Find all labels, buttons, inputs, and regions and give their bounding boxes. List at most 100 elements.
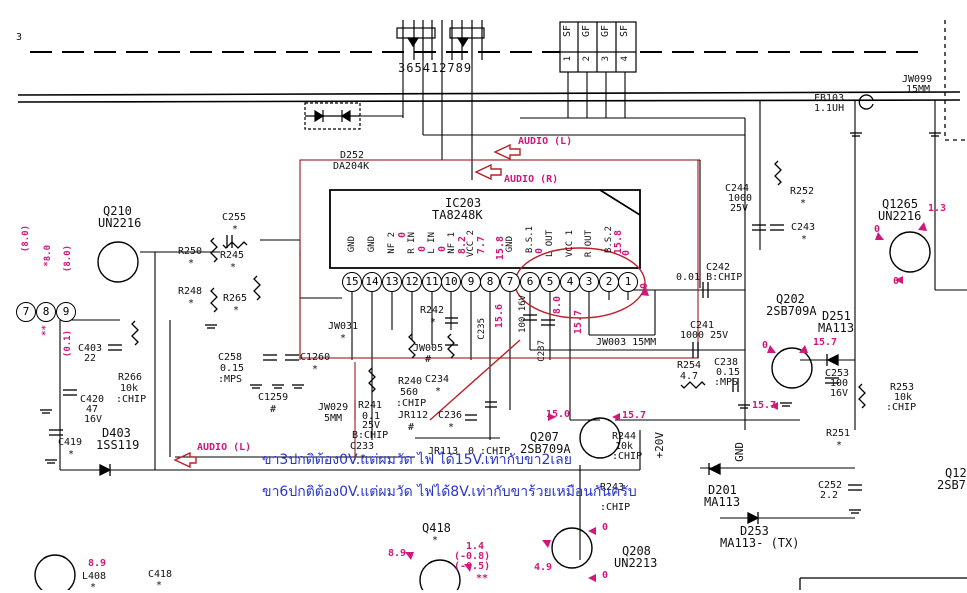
- left-pin-9: 9: [56, 302, 76, 322]
- audio-r-label: AUDIO (R): [504, 174, 559, 185]
- d403-part: 1SS119: [96, 438, 140, 452]
- q12-ref: Q12: [945, 466, 967, 480]
- ic-pin-11: 11: [422, 272, 442, 292]
- r254-value: 4.7: [680, 371, 699, 382]
- d201-ref: D201: [708, 483, 737, 497]
- connector-pin-4: 4: [422, 61, 431, 75]
- q1265-part: UN2216: [878, 209, 922, 223]
- d253-ref: D253: [740, 524, 769, 538]
- c238-type: :MPS: [714, 377, 739, 388]
- audio-l-label-top: AUDIO (L): [518, 136, 573, 147]
- q418-star: *: [432, 535, 439, 546]
- top-connector: [396, 20, 485, 60]
- r250-label: R250: [178, 246, 203, 257]
- q418-ref: Q418: [422, 521, 451, 535]
- r241-type: B:CHIP: [352, 430, 389, 441]
- c1260-star: *: [312, 364, 319, 375]
- d251-part: MA113: [818, 321, 855, 335]
- right-connector-pin-4: 4: [620, 56, 630, 62]
- connector-pin-9: 9: [463, 61, 473, 75]
- r266-type: :CHIP: [116, 394, 147, 405]
- left-voltage-4: **: [41, 325, 51, 336]
- c234-star: *: [435, 386, 442, 397]
- right-connector-pin-1: 1: [563, 56, 573, 62]
- c420-voltage: 16V: [84, 414, 103, 425]
- c236-label: C236: [438, 410, 463, 421]
- q418-collector-voltage-2: (-0.8): [454, 551, 491, 562]
- jw031-label: JW031: [328, 321, 359, 332]
- q1265-ref: Q1265: [882, 197, 919, 211]
- ic-pin-voltage-12: 0: [417, 246, 428, 253]
- ic-pin-15: 15: [342, 272, 362, 292]
- q208-collector-voltage: 0: [602, 522, 609, 533]
- r244-value: 10k: [615, 441, 634, 452]
- c242-ref: C242: [706, 262, 731, 273]
- ic-pin-name-15: GND: [347, 236, 357, 253]
- ic-pin-voltage-1: 0: [621, 250, 632, 257]
- c244-value: 1000: [728, 193, 753, 204]
- left-voltage-3: (8.0): [63, 245, 73, 273]
- transistor-symbols: [34, 231, 931, 590]
- c253-value: 100: [830, 378, 849, 389]
- left-pin-7: 7: [16, 302, 36, 322]
- c418-label: C418: [148, 569, 173, 580]
- r241-voltage: 25V: [362, 420, 381, 431]
- c1259-hash: #: [270, 404, 277, 415]
- q12-part: 2SB7: [937, 478, 966, 492]
- connector-pin-7: 7: [447, 61, 456, 75]
- right-connector-box: [559, 21, 637, 73]
- sheet-edge-number: 3: [16, 32, 23, 43]
- c236-star: *: [448, 422, 455, 433]
- ic-pin-name-4: VCC 1: [565, 230, 575, 258]
- ic-pin-8: 8: [480, 272, 500, 292]
- ic-pin-voltage-8: 15.8: [495, 236, 506, 261]
- voltage-arrows: [405, 222, 927, 582]
- right-connector-pin-2: 2: [582, 56, 592, 62]
- q210-ref: Q210: [103, 204, 132, 218]
- pin5-voltage: 8.0: [552, 296, 563, 315]
- d252-part: DA204K: [333, 161, 370, 172]
- c403-value: 22: [84, 353, 97, 364]
- c420-value: 47: [86, 404, 99, 415]
- connector-pin-5: 5: [414, 61, 423, 75]
- q202-ref: Q202: [776, 292, 805, 306]
- connector-pin-1: 1: [430, 61, 440, 75]
- ic-ref: IC203: [445, 196, 482, 210]
- wiring: [59, 60, 967, 560]
- l408-voltage: 8.9: [88, 558, 107, 569]
- r242-label: R242: [420, 305, 445, 316]
- q210-part: UN2216: [98, 216, 142, 230]
- r253-ref: R253: [890, 382, 915, 393]
- jr112-label: JR112: [398, 410, 429, 421]
- c255-star: *: [232, 224, 239, 235]
- r251-label: R251: [826, 428, 851, 439]
- gnd-label: GND: [733, 442, 746, 462]
- c241-ref: C241: [690, 320, 715, 331]
- q208-part: UN2213: [614, 556, 658, 570]
- ic-pin-name-5: L OUT: [545, 230, 555, 258]
- r266-value: 10k: [120, 383, 139, 394]
- d201-part: MA113: [704, 495, 741, 509]
- chip0-label: 0 :CHIP: [468, 446, 511, 457]
- c243-label: C243: [791, 222, 816, 233]
- ic-pin-10: 10: [441, 272, 461, 292]
- q1265-emitter-voltage: 0: [893, 276, 900, 287]
- ic-pin-7: 7: [500, 272, 520, 292]
- ic-pin-2: 2: [599, 272, 619, 292]
- ic-pin-1: 1: [618, 272, 638, 292]
- c242-value: 0.01 B:CHIP: [676, 272, 743, 283]
- c418-star: *: [156, 580, 163, 591]
- left-pin-8: 8: [36, 302, 56, 322]
- ic-pin-4: 4: [560, 272, 580, 292]
- jw031-star: *: [340, 333, 347, 344]
- q1265-base-voltage: 0: [874, 224, 881, 235]
- c235-label: C235: [477, 318, 487, 340]
- ground-rail: [17, 91, 961, 103]
- q202-part: 2SB709A: [766, 304, 817, 318]
- c420-ref: C420: [80, 394, 105, 405]
- left-voltage-1: (8.0): [21, 225, 31, 253]
- ic-pin-voltage-13: 0: [397, 232, 408, 239]
- ground-symbols: [40, 132, 941, 514]
- jw099-value: 15MM: [906, 84, 931, 95]
- r240-value: 560: [400, 387, 419, 398]
